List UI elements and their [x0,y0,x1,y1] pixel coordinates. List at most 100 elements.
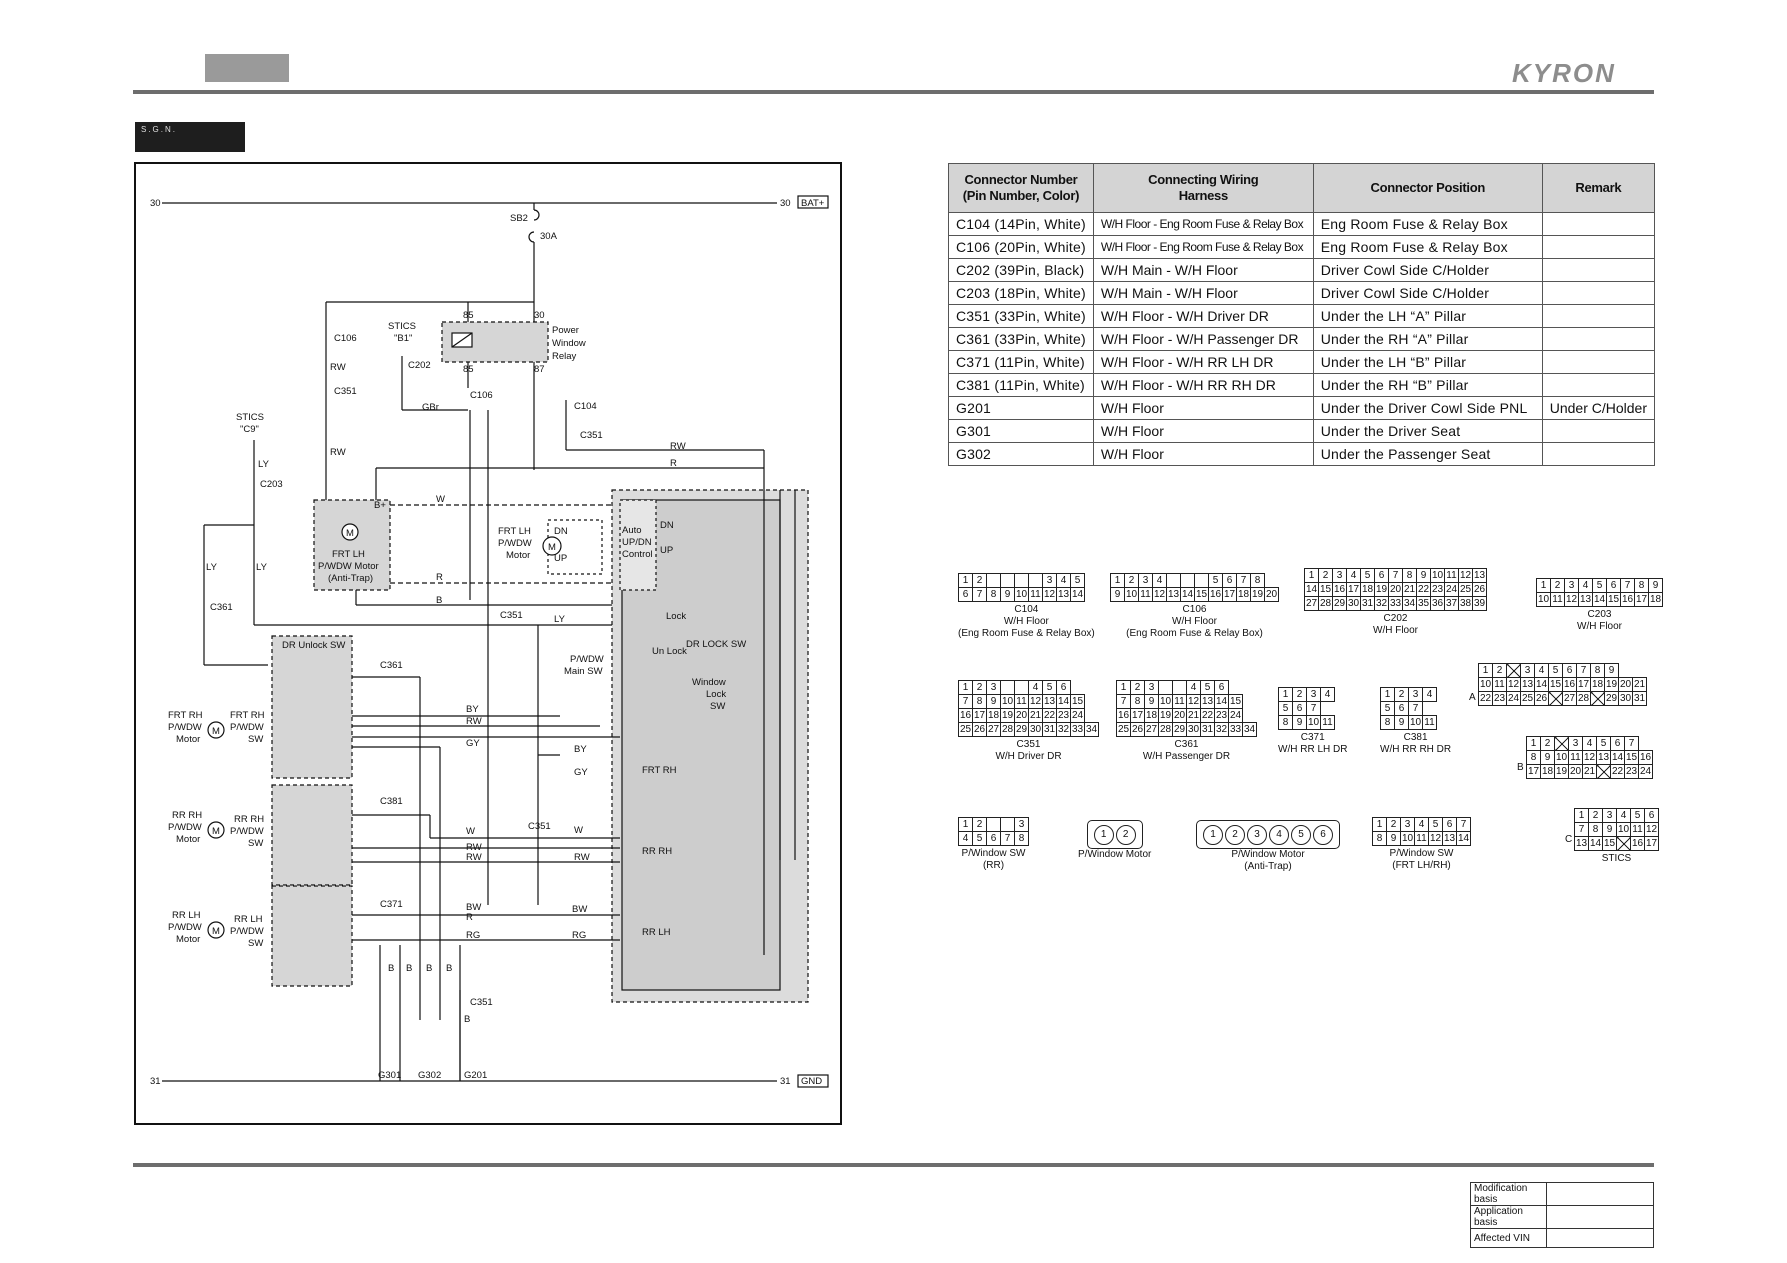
frt-lh-motor-l3: (Anti-Trap) [328,573,373,584]
pin-cell: 10 [1616,822,1631,837]
pin-cell: 5 [1291,825,1311,845]
pin-cell: 9 [1110,587,1125,602]
col-wiring-harness-l2: Harness [1178,188,1229,203]
pin-cell: 13 [1520,677,1535,692]
pin-cell: 6 [1562,663,1577,678]
rail-bottom-tag: GND [801,1076,822,1087]
cell-connector: C106 (20Pin, White) [948,235,1094,259]
pin-cell: 4 [1534,663,1549,678]
pin-cell: 6 [1644,808,1659,823]
pin-cell: 6 [1610,736,1625,751]
pin-cell: 8 [1588,822,1603,837]
pin-cell [1180,573,1195,588]
pin-cell: 20 [1568,764,1583,779]
pin-cell: 2 [1115,825,1136,845]
relay-pin-87: 87 [534,364,545,375]
mod-row: Modification basis [1470,1182,1654,1206]
pw-motor-label-line: P/Window Motor [1078,849,1152,860]
cell-position: Driver Cowl Side C/Holder [1312,258,1543,282]
pin-cell: 12 [1506,677,1521,692]
pin-cell: 31 [1632,691,1647,706]
cell-position: Eng Room Fuse & Relay Box [1312,235,1543,259]
pin-cell: 4 [1346,568,1361,583]
main-sw-wl3: SW [710,701,725,712]
pin-cell: 38 [1458,596,1473,611]
pin-cell: 5 [1208,573,1223,588]
c351-label-line: W/H Driver DR [995,751,1062,762]
stics-c9-pin: "C9" [240,424,259,435]
pin-cell: 1 [1203,825,1223,845]
rail-top-tag: BAT+ [801,198,825,209]
pin-cell: 23 [1492,691,1507,706]
pin-cell: 16 [1620,592,1635,607]
pin-cell: 23 [1624,764,1639,779]
rr-lh-motor-l3: Motor [176,934,200,945]
pin-cell [1554,736,1569,751]
pin-cell: 25 [1520,691,1535,706]
fuse-rating: 30A [540,231,558,242]
rr-rh-motor-l3: Motor [176,834,200,845]
pin-cell: 17 [1222,587,1237,602]
auto-ctrl-l2: UP/DN [622,537,652,548]
pin-cell: 4 [1152,573,1167,588]
pin-cell: 2 [1550,578,1565,593]
stics-c9-title: STICS [236,412,264,423]
cell-position: Under the LH “B” Pillar [1312,350,1543,374]
pin-cell: 4 [1028,680,1043,695]
dr-unlock-sw: DR Unlock SW [282,640,345,651]
mod-row: Affected VIN [1470,1228,1654,1248]
pin-cell: 19 [1374,582,1389,597]
pin-cell: 27 [1562,691,1577,706]
pin-cell: 11 [1422,715,1437,730]
pin-cell: 2 [972,817,987,832]
cell-position: Under the RH “B” Pillar [1312,373,1543,397]
pin-cell: 14 [1456,831,1471,846]
pin-cell: 14 [1304,582,1319,597]
label-c381: C381 [380,796,403,807]
rr-rh-motor-l2: P/WDW [168,822,202,833]
cell-position: Under the LH “A” Pillar [1312,304,1543,328]
frt-rh-motor-m: M [212,726,220,737]
wire-bw-2: BW [572,904,587,915]
frt-rh-motor-l1: FRT RH [168,710,203,721]
rail-bottom-left: 31 [150,1076,161,1087]
pin-cell: 3 [1144,680,1159,695]
pin-cell: 15 [1318,582,1333,597]
pin-cell [1616,836,1631,851]
pin-cell: 2 [1394,687,1409,702]
pin-cell: 20 [1618,677,1633,692]
pwsw-rr-label: P/Window SW(RR) [958,848,1029,872]
pin-cell: 22 [1042,708,1057,723]
pwsw-frt-label: P/Window SW(FRT LH/RH) [1372,848,1471,872]
pin-cell: 2 [1386,817,1401,832]
pin-cell: 18 [1360,582,1375,597]
pin-cell: 9 [986,694,1001,709]
header-tab [205,54,289,82]
pin-cell: 22 [1200,708,1215,723]
pin-cell: 18 [1144,708,1159,723]
pin-cell: 20 [1388,582,1403,597]
pin-cell: 3 [1602,808,1617,823]
wire-b-6: B [464,1014,470,1025]
pin-cell: 14 [1070,587,1085,602]
pin-cell: 26 [1534,691,1549,706]
relay-title-3: Relay [552,351,577,362]
pin-cell: 3 [1568,736,1583,751]
rr-rh-motor-l1: RR RH [172,810,202,821]
pin-cell: 15 [1228,694,1243,709]
pin-cell: 5 [1630,808,1645,823]
section-badge-text: S.G.N. [141,125,178,134]
frt-rh-motor-l3: Motor [176,734,200,745]
stics-block-b-label: B [1517,762,1524,773]
